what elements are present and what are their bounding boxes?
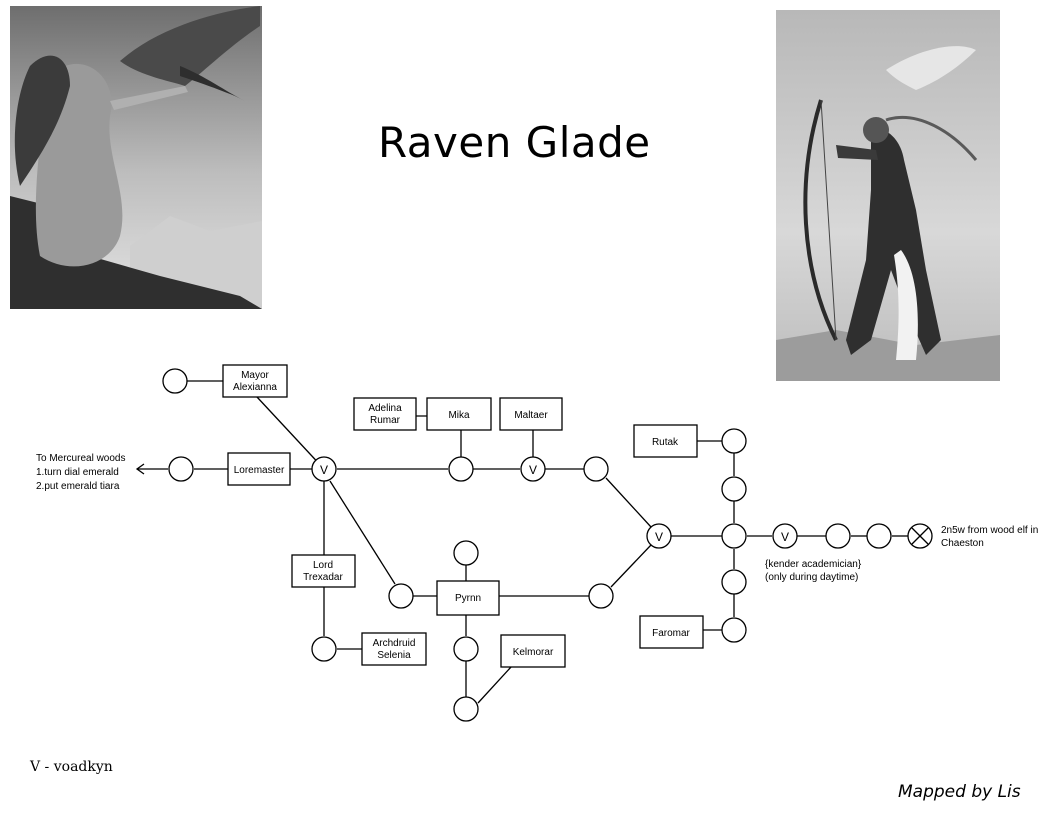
map-title: Raven Glade [378, 118, 651, 167]
svg-text:V: V [781, 530, 789, 544]
kender-note-line: {kender academician} [765, 559, 862, 570]
room [453, 696, 479, 722]
room-unexplored-exit [907, 523, 933, 549]
voadkyn-room: V [311, 456, 337, 482]
connection [329, 480, 396, 585]
legend-voadkyn: V - voadkyn [30, 759, 113, 775]
voadkyn-room: V [772, 523, 798, 549]
npc-box-mika: Mika [426, 397, 492, 431]
npc-box-archdruid-selenia: Archdruid Selenia [361, 632, 427, 666]
npc-box-lord-trexadar: Lord Trexadar [291, 554, 356, 588]
connection [610, 544, 652, 588]
room [583, 456, 609, 482]
npc-box-pyrnn: Pyrnn [436, 580, 500, 616]
svg-text:Pyrnn: Pyrnn [455, 593, 481, 604]
voadkyn-rooms: V V V V [311, 456, 798, 549]
voadkyn-room: V [646, 523, 672, 549]
exit-note-line: 2.put emerald tiara [36, 481, 120, 492]
voadkyn-room: V [520, 456, 546, 482]
room [448, 456, 474, 482]
svg-text:Rumar: Rumar [370, 415, 401, 426]
room [588, 583, 614, 609]
map-credit: Mapped by Lis [898, 782, 1021, 802]
room [388, 583, 414, 609]
svg-text:Selenia: Selenia [377, 650, 411, 661]
npc-box-maltaer: Maltaer [499, 397, 563, 431]
room [721, 523, 747, 549]
svg-text:Loremaster: Loremaster [234, 465, 285, 476]
room [168, 456, 194, 482]
svg-text:Faromar: Faromar [652, 628, 690, 639]
svg-text:Archdruid: Archdruid [373, 638, 416, 649]
exit-arrow-west [135, 463, 168, 475]
exit-note-mercureal-woods: To Mercureal woods 1.turn dial emerald 2… [36, 452, 125, 494]
svg-text:Rutak: Rutak [652, 437, 679, 448]
connection [605, 477, 652, 528]
svg-text:Lord: Lord [313, 560, 333, 571]
room [721, 476, 747, 502]
svg-text:V: V [529, 463, 537, 477]
svg-text:V: V [320, 463, 328, 477]
artwork-woman-with-eagle [10, 6, 262, 309]
map-rooms [162, 368, 933, 722]
exit-note-line: 1.turn dial emerald [36, 467, 119, 478]
npc-box-mayor-alexianna: Mayor Alexianna [222, 364, 288, 398]
kender-academician-note: {kender academician} (only during daytim… [765, 558, 861, 584]
svg-text:Maltaer: Maltaer [514, 410, 548, 421]
npc-box-adelina-rumar: Adelina Rumar [353, 397, 417, 431]
room [721, 617, 747, 643]
svg-text:Mayor: Mayor [241, 370, 269, 381]
east-note-line: 2n5w from wood elf in [941, 525, 1039, 536]
artwork-archer [776, 10, 1000, 381]
npc-box-faromar: Faromar [639, 615, 704, 649]
connection [256, 396, 325, 470]
room [825, 523, 851, 549]
room [311, 636, 337, 662]
room [162, 368, 188, 394]
exit-note-line: To Mercureal woods [36, 453, 126, 464]
svg-text:Alexianna: Alexianna [233, 382, 277, 393]
room [866, 523, 892, 549]
npc-box-kelmorar: Kelmorar [500, 634, 566, 668]
connection [477, 666, 512, 704]
svg-text:Trexadar: Trexadar [303, 572, 343, 583]
room [453, 540, 479, 566]
svg-text:V: V [655, 530, 663, 544]
svg-text:Kelmorar: Kelmorar [513, 647, 554, 658]
npc-box-rutak: Rutak [633, 424, 698, 458]
room [721, 569, 747, 595]
map-connections [187, 380, 908, 704]
room [721, 428, 747, 454]
svg-text:Mika: Mika [448, 410, 470, 421]
npc-boxes: Mayor Alexianna Loremaster Adelina Rumar… [222, 364, 704, 668]
east-note-line: Chaeston [941, 538, 984, 549]
npc-box-loremaster: Loremaster [227, 452, 291, 486]
kender-note-line: (only during daytime) [765, 572, 859, 583]
room [453, 636, 479, 662]
svg-text:Adelina: Adelina [368, 403, 402, 414]
east-exit-note: 2n5w from wood elf in Chaeston [941, 524, 1038, 550]
